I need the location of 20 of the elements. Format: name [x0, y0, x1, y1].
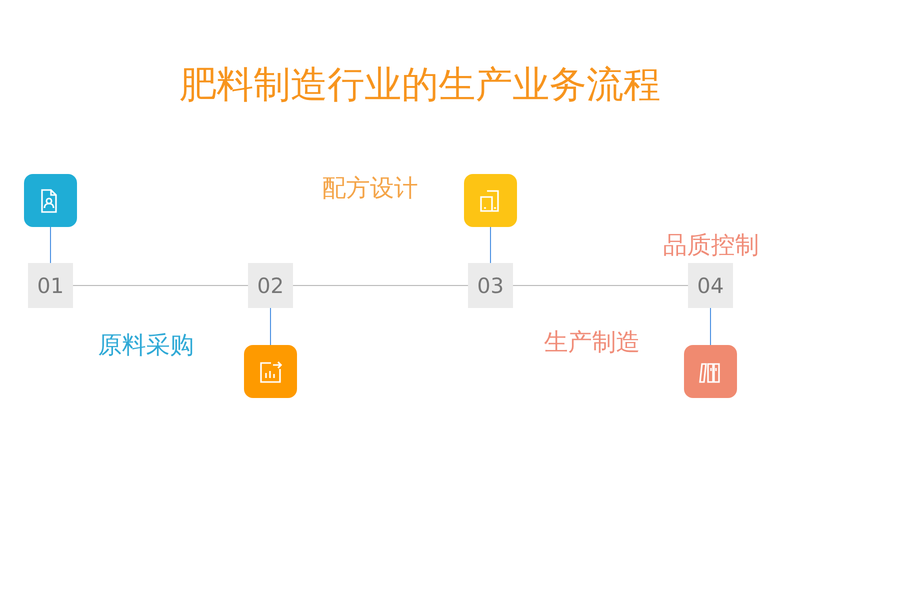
number-box: 04	[688, 263, 733, 308]
icon-tile	[244, 345, 297, 398]
title: 肥料制造行业的生产业务流程	[178, 62, 662, 108]
stage-label: 原料采购	[98, 330, 194, 361]
number-box: 01	[28, 263, 73, 308]
icon-tile	[464, 174, 517, 227]
stage-label: 品质控制	[663, 230, 759, 261]
connector-line	[50, 226, 51, 264]
connector-line	[72, 285, 248, 286]
connector-line	[710, 308, 711, 346]
number-box: 02	[248, 263, 293, 308]
number-box: 03	[468, 263, 513, 308]
connector-line	[490, 226, 491, 264]
stage-label: 生产制造	[544, 327, 640, 358]
icon-tile	[684, 345, 737, 398]
connector-line	[512, 285, 688, 286]
connector-line	[270, 308, 271, 346]
connector-line	[292, 285, 468, 286]
stage-label: 配方设计	[322, 173, 418, 204]
icon-tile	[24, 174, 77, 227]
